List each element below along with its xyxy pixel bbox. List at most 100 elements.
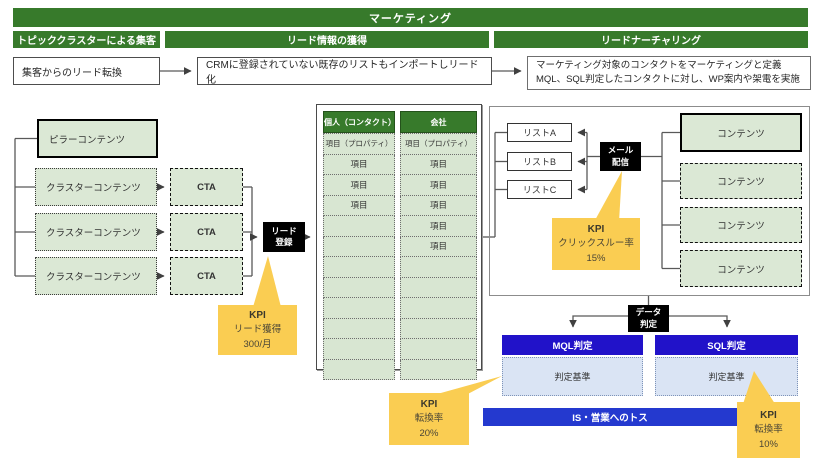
mql-header-label: MQL判定 xyxy=(552,341,593,352)
table-row xyxy=(323,277,395,298)
table-row xyxy=(323,236,395,257)
marketing-banner: マーケティング xyxy=(13,8,808,27)
lead-register-line1: リード xyxy=(271,225,297,236)
kpi-title: KPI xyxy=(587,224,605,236)
table-cell: 項目 xyxy=(350,159,368,170)
mql-criteria-label: 判定基準 xyxy=(554,372,591,382)
sql-header-label: SQL判定 xyxy=(707,341,746,352)
kpi-value: 10% xyxy=(758,438,778,450)
kpi-lead-callout: KPI リード獲得 300/月 xyxy=(218,305,297,355)
cta-box: CTA xyxy=(170,213,243,251)
cluster-content-label: クラスターコンテンツ xyxy=(46,183,141,194)
mail-delivery-box: メール 配信 xyxy=(600,142,641,171)
kpi-title: KPI xyxy=(760,410,777,422)
kpi-value: 15% xyxy=(586,252,606,264)
section-header-topic-cluster: トピッククラスターによる集客 xyxy=(13,31,160,48)
kpi-ctr-callout: KPI クリックスルー率 15% xyxy=(552,218,640,270)
kpi-mql-callout: KPI 転換率 20% xyxy=(389,393,469,445)
pillar-content-box: ピラーコンテンツ xyxy=(37,119,158,158)
content-label: コンテンツ xyxy=(717,128,765,140)
mail-delivery-line1: メール xyxy=(607,145,634,156)
table-row: 項目 xyxy=(400,154,477,175)
list-a-box: リストA xyxy=(507,123,572,142)
content-label: コンテンツ xyxy=(717,221,765,232)
nurturing-definition-box: マーケティング対象のコンタクトをマーケティングと定義 MQL、SQL判定したコン… xyxy=(527,56,811,90)
list-c-label: リストC xyxy=(522,185,557,195)
content-label: コンテンツ xyxy=(717,177,765,188)
contact-company-table: 個人（コンタクト） 項目（プロパティ） 項目 項目 項目 会社 項目（プロパティ… xyxy=(316,104,482,380)
list-b-box: リストB xyxy=(507,152,572,171)
mql-criteria-box: 判定基準 xyxy=(502,357,643,396)
kpi-metric: リード獲得 xyxy=(233,324,282,336)
table-row: 項目（プロパティ） xyxy=(323,133,395,155)
section-label: リード情報の獲得 xyxy=(287,36,367,47)
kpi-title: KPI xyxy=(249,310,266,322)
table-cell: 項目 xyxy=(429,159,447,170)
cluster-content-label: クラスターコンテンツ xyxy=(46,272,141,283)
content-label: コンテンツ xyxy=(717,264,765,276)
table-row xyxy=(323,359,395,380)
table-row xyxy=(400,277,477,298)
cta-label: CTA xyxy=(197,181,216,193)
data-judge-box: データ 判定 xyxy=(628,305,669,332)
content-box: コンテンツ xyxy=(680,207,802,243)
cluster-content-label: クラスターコンテンツ xyxy=(46,228,141,239)
cluster-content-box: クラスターコンテンツ xyxy=(35,213,157,251)
kpi-title: KPI xyxy=(420,399,438,411)
data-judge-line1: データ xyxy=(635,307,662,318)
table-cell: 項目（プロパティ） xyxy=(325,139,393,149)
section-header-lead-acquisition: リード情報の獲得 xyxy=(165,31,489,48)
table-header-label: 個人（コンタクト） xyxy=(324,117,396,127)
table-row: 項目 xyxy=(400,195,477,216)
sql-header: SQL判定 xyxy=(655,335,798,355)
table-row xyxy=(400,298,477,319)
table-cell: 項目 xyxy=(350,179,368,190)
table-row: 項目 xyxy=(400,175,477,196)
list-b-label: リストB xyxy=(522,157,556,167)
table-column-contact: 個人（コンタクト） 項目（プロパティ） 項目 項目 項目 xyxy=(323,111,396,380)
list-a-label: リストA xyxy=(522,128,556,138)
kpi-metric: クリックスルー率 xyxy=(558,238,634,250)
toss-bar: IS・営業へのトス xyxy=(483,408,737,426)
cluster-content-box: クラスターコンテンツ xyxy=(35,257,157,295)
table-row: 項目 xyxy=(323,154,395,175)
table-row: 項目 xyxy=(400,236,477,257)
table-cell: 項目 xyxy=(350,200,368,211)
kpi-metric: 転換率 xyxy=(754,424,783,436)
table-row xyxy=(323,216,395,237)
marketing-banner-label: マーケティング xyxy=(368,12,453,25)
table-header-label: 会社 xyxy=(430,117,447,127)
table-row xyxy=(323,257,395,278)
section-label: リードナーチャリング xyxy=(601,36,701,47)
list-c-box: リストC xyxy=(507,180,572,199)
crm-import-label: CRMに登録されていない既存のリストもインポートしリード化 xyxy=(206,60,479,86)
table-row xyxy=(323,318,395,339)
pillar-content-label: ピラーコンテンツ xyxy=(49,134,126,146)
cluster-content-box: クラスターコンテンツ xyxy=(35,168,157,206)
data-judge-line2: 判定 xyxy=(639,318,657,329)
table-row xyxy=(323,339,395,360)
toss-bar-label: IS・営業へのトス xyxy=(572,413,648,424)
cta-box: CTA xyxy=(170,168,243,206)
table-row xyxy=(323,298,395,319)
nurturing-definition-line2: MQL、SQL判定したコンタクトに対し、WP案内や架電を実施 xyxy=(536,74,800,85)
table-header-company: 会社 xyxy=(400,111,477,133)
lead-conversion-box: 集客からのリード転換 xyxy=(13,57,160,85)
table-cell: 項目 xyxy=(429,179,447,190)
cta-label: CTA xyxy=(197,270,216,282)
content-box: コンテンツ xyxy=(680,113,802,152)
kpi-value: 300/月 xyxy=(243,338,272,350)
table-row xyxy=(400,257,477,278)
table-row xyxy=(400,318,477,339)
kpi-metric: 転換率 xyxy=(414,413,444,425)
kpi-sql-callout: KPI 転換率 10% xyxy=(737,402,800,458)
nurturing-definition-line1: マーケティング対象のコンタクトをマーケティングと定義 xyxy=(536,60,782,72)
kpi-value: 20% xyxy=(419,427,439,439)
cta-box: CTA xyxy=(170,257,243,295)
table-cell: 項目（プロパティ） xyxy=(404,139,473,149)
table-header-contact: 個人（コンタクト） xyxy=(323,111,396,133)
table-row: 項目 xyxy=(400,216,477,237)
table-row xyxy=(400,359,477,380)
